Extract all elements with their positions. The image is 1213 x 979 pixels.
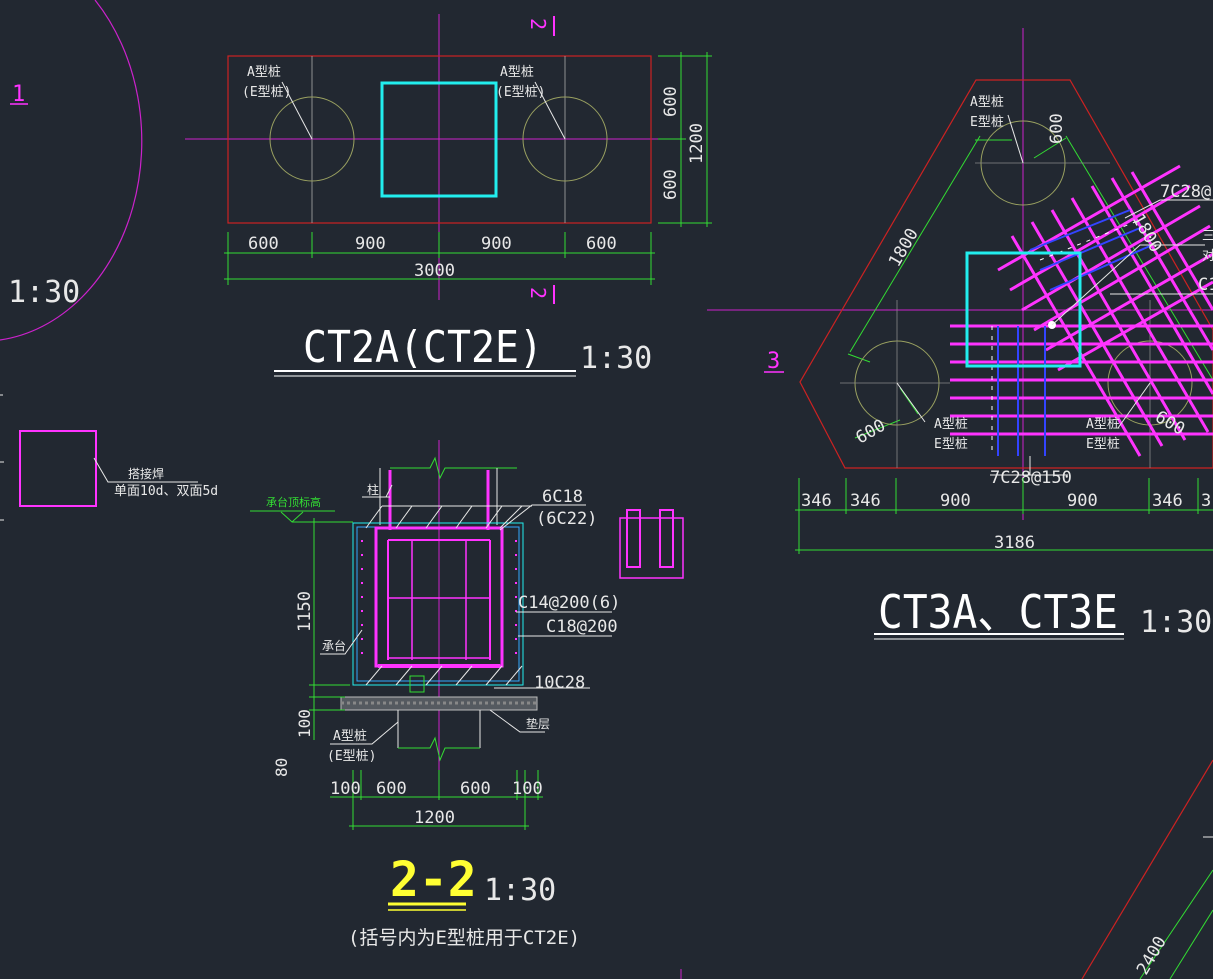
section-rebar-top-2: (6C22) [536,509,597,529]
ct3a-dim-600-left: 600 [853,416,890,449]
section-pile-label-1: A型桩 [333,729,367,744]
section-note: (括号内为E型桩用于CT2E) [348,927,580,949]
section-dim-100: 100 [295,709,314,738]
ct2a-pile-right [522,96,608,182]
ct2a-pile-right-label-1: A型桩 [500,65,534,80]
section-pile-label-2: (E型桩) [327,749,376,764]
section-dim-height: 1150 [295,591,315,632]
ct3a-pile-top-label-2: E型桩 [970,115,1004,130]
section-elev-label: 承台顶标高 [266,495,321,509]
section-2-2: 承台顶标高 柱 1150 100 80 承台 6C18 (6C22) C14@2… [250,440,684,949]
ct3a-title: CT3A、CT3E [878,585,1118,639]
section-dim-80: 80 [272,758,291,777]
view-1-scale: 1:30 [8,275,80,310]
ct3a-dim-6: 3 [1201,491,1211,511]
ct2a-dim-3: 900 [481,234,512,254]
ct3a-dim-3: 900 [940,491,971,511]
ct3a-dim-side-1800: 1800 [885,225,923,270]
ct3a-rebar-partial-1: 三 [1202,229,1213,244]
ct3a-plan: A型桩 E型桩 600 1800 1800 7C28@ 三 对 C1 3 600… [707,28,1213,640]
weld-note-detail: 单面10d、双面5d [114,484,218,499]
ct3a-pile-right-label-2: E型桩 [1086,437,1120,452]
section-side-detail [619,517,684,579]
ct3a-dim-4: 900 [1067,491,1098,511]
ct2a-dim-right-1: 600 [661,86,681,117]
ct2a-pile-left-label-1: A型桩 [247,65,281,80]
ct3a-dim-total: 3186 [994,533,1035,553]
ct3a-dim-5: 346 [1152,491,1183,511]
ct3a-pile-top-label-1: A型桩 [970,95,1004,110]
section-dim-2: 600 [376,779,407,799]
ct2a-plan: A型桩 (E型桩) A型桩 (E型桩) 2 2 600 900 900 600 … [185,14,712,377]
ct2a-column [380,81,498,198]
ct3a-label-3: 3 [767,349,780,374]
ct3a-dim-1: 346 [801,491,832,511]
weld-detail-box [19,430,97,507]
section-cushion-label: 垫层 [526,716,550,731]
view-1-partial: 1 1:30 搭接焊 单面10d、双面5d [0,0,218,521]
view-1-arc [0,0,143,341]
section-dim-3: 600 [460,779,491,799]
section-dim-total: 1200 [414,808,455,828]
ct3a-scale: 1:30 [1140,605,1212,640]
ct2a-dimension-right [658,52,712,227]
section-dim-1: 100 [330,779,361,799]
ct3a-column [965,251,1082,368]
ct2a-dim-right-2: 600 [661,169,681,200]
ct2a-dim-4: 600 [586,234,617,254]
ct3a-pile-left-label-1: A型桩 [934,417,968,432]
section-dim-4: 100 [512,779,543,799]
ct2a-dim-right-total: 1200 [687,123,707,164]
section-cap-outline [352,522,524,686]
ct2a-dim-1: 600 [248,234,279,254]
section-cap-label: 承台 [322,638,346,653]
ct3a-cap-outline [799,79,1213,469]
weld-leader [93,457,198,483]
bottom-right-partial: 2400 [680,759,1213,979]
ct3a-dim-2: 346 [850,491,881,511]
ct3a-rebar-partial-2: 对 [1202,249,1213,264]
ct2a-pile-right-label-2: (E型桩) [496,85,545,100]
ct2a-scale: 1:30 [580,341,652,376]
ct3a-pile-left-label-2: E型桩 [934,437,968,452]
section-rebar-top-1: 6C18 [542,487,583,507]
ct3a-pile-right-label-1: A型桩 [1086,417,1120,432]
ct2a-section-mark-top: 2 [526,18,550,30]
ct2a-pile-left [269,96,355,182]
section-scale: 1:30 [484,873,556,908]
section-rebar-stirrup: C14@200(6) [518,593,620,613]
ct3a-dim-top-600: 600 [1047,113,1067,144]
ct3a-rebar-label-1: 7C28@ [1160,182,1211,202]
view-1-label: 1 [12,82,25,107]
section-rebar-side: C18@200 [546,617,618,637]
ct2a-title: CT2A(CT2E) [303,322,543,373]
ct3a-rebar-label-2: 7C28@150 [990,468,1072,488]
ct2a-pile-left-label-2: (E型桩) [242,85,291,100]
section-column-label: 柱 [367,482,379,497]
ct2a-section-mark-bottom: 2 [526,287,550,299]
ct2a-dim-total: 3000 [414,261,455,281]
section-title: 2-2 [390,852,477,908]
ct2a-cap-outline [227,55,652,224]
ct2a-dim-2: 900 [355,234,386,254]
weld-note-title: 搭接焊 [128,466,164,481]
ct3a-rebar-partial-3: C1 [1198,275,1213,295]
bottom-right-dim: 2400 [1133,933,1171,978]
ct2a-dimension-bottom [224,232,655,285]
section-rebar-bottom: 10C28 [534,673,585,693]
